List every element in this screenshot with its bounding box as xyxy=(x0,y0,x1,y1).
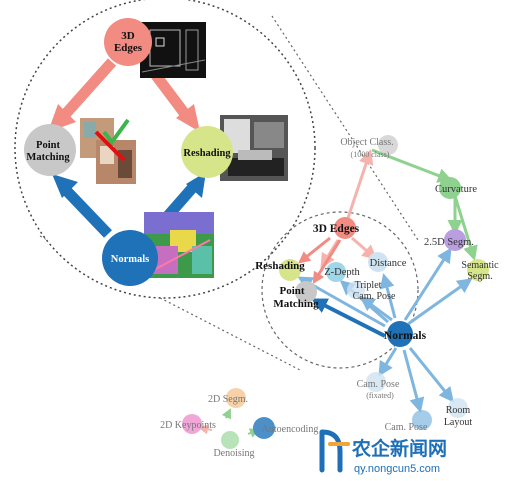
edge-curvature-semantic xyxy=(453,195,478,261)
label-reshading: Reshading xyxy=(255,260,305,272)
edge-3dedges-zdepth xyxy=(320,239,340,269)
edge-3dedges-objclass xyxy=(346,149,374,219)
label-2d-segm: 2D Segm. xyxy=(208,394,248,405)
zoom-label-reshading: Reshading xyxy=(183,148,231,159)
label-autoencoding: Autoencoding xyxy=(262,424,319,435)
label-object-class: Object Class. xyxy=(340,137,393,148)
watermark-logo xyxy=(319,429,350,473)
edge-3dedges-pointmatching xyxy=(57,58,117,122)
node-distance xyxy=(368,252,388,272)
zoom-node-reshading xyxy=(181,126,233,178)
edge-normals-semantic xyxy=(407,278,473,326)
arrowhead-3dedges-reshading xyxy=(176,104,200,132)
node-cam-pose-fixated xyxy=(366,372,386,392)
node-autoencoding xyxy=(253,417,275,439)
label-25d-segm: 2.5D Segm. xyxy=(424,237,474,248)
node-point-matching xyxy=(295,281,317,303)
edge-normals-25dsegm xyxy=(403,247,452,321)
edge-denoising-2dsegm xyxy=(221,408,231,420)
zoom-circle xyxy=(14,0,316,299)
label-cam-pose-fixated-sub: (fixated) xyxy=(366,391,394,400)
node-2d-keypoints xyxy=(182,414,202,434)
edge-denoising-keypoints xyxy=(198,424,213,435)
node-normals xyxy=(387,321,413,347)
zoom-connector-bottom xyxy=(39,235,301,371)
arrowhead-normals-pointmatching xyxy=(52,174,78,198)
zoom-node-3d-edges xyxy=(104,18,152,66)
label-object-class-sub: (1000 class) xyxy=(351,150,390,159)
edge-3dedges-pointmatching xyxy=(312,239,342,285)
label-distance: Distance xyxy=(370,258,407,269)
node-semantic-segm xyxy=(467,259,489,281)
checkmark-icon xyxy=(102,118,130,146)
edge-normals-campose-fixated xyxy=(378,347,398,377)
label-z-depth: Z-Depth xyxy=(324,267,360,278)
edge-3dedges-reshading xyxy=(298,236,331,264)
node-z-depth xyxy=(326,262,346,282)
zoom-label-normals: Normals xyxy=(111,254,150,265)
node-reshading xyxy=(279,259,301,281)
label-denoising: Denoising xyxy=(213,448,254,459)
edge-normals-distance xyxy=(379,273,397,319)
node-25d-segm xyxy=(444,229,466,251)
node-room-layout xyxy=(448,398,468,418)
focus-circle xyxy=(261,211,419,369)
node-cam-pose xyxy=(412,410,432,430)
edge-3dedges-distance xyxy=(351,236,378,260)
arrowhead-normals-reshading xyxy=(186,172,206,198)
edge-normals-pointmatching xyxy=(60,184,112,238)
label-cam-pose: Cam. Pose xyxy=(385,422,428,433)
edge-normals-campose xyxy=(402,349,425,413)
label-normals: Normals xyxy=(384,330,427,342)
edge-objclass-curvature xyxy=(371,148,453,183)
node-object-class xyxy=(378,135,398,155)
point-matching-thumbnail xyxy=(80,118,136,184)
edges-thumbnail xyxy=(140,22,206,78)
watermark-url: qy.nongcun5.com xyxy=(354,463,440,475)
zoom-node-normals xyxy=(102,230,158,286)
watermark-brand: 农企新闻网 xyxy=(351,437,447,460)
label-3d-edges: 3D Edges xyxy=(313,223,360,235)
node-curvature xyxy=(439,177,461,199)
node-2d-segm xyxy=(226,388,246,408)
label-2d-keypoints: 2D Keypoints xyxy=(160,420,216,431)
edge-normals-triplet xyxy=(359,296,393,322)
label-curvature: Curvature xyxy=(435,184,477,195)
node-denoising xyxy=(221,431,239,449)
edge-normals-roomlayout xyxy=(408,347,454,403)
label-cam-pose-fixated: Cam. Pose xyxy=(357,379,400,390)
edge-normals-pointmatching xyxy=(311,298,386,338)
node-triplet-cam-pose xyxy=(347,281,365,299)
zoom-node-point-matching xyxy=(24,124,76,176)
node-3d-edges xyxy=(334,217,356,239)
